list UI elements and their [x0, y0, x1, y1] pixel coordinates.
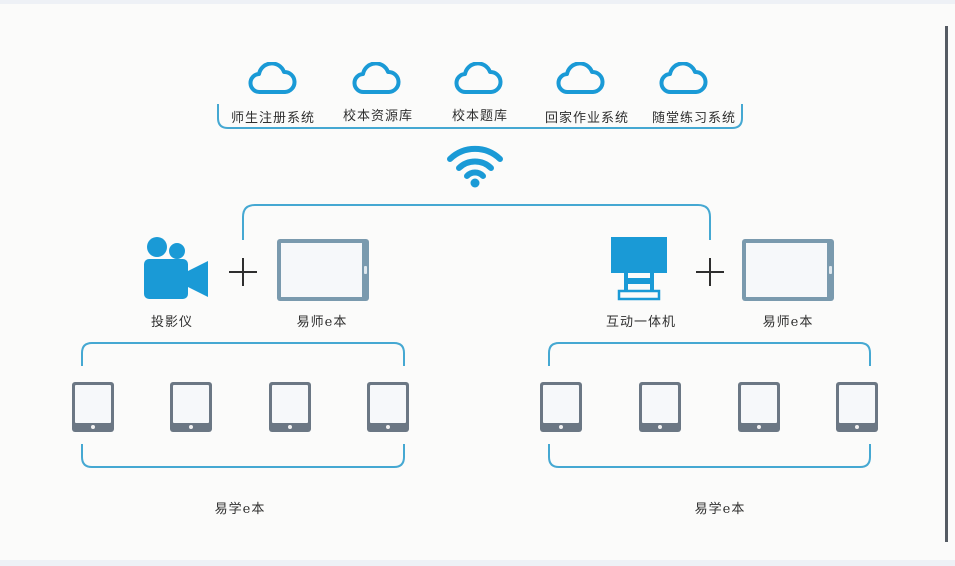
student-tablet-icon [836, 382, 878, 432]
hub-connector [242, 204, 711, 240]
service-label: 回家作业系统 [544, 111, 630, 126]
service-label: 校本题库 [451, 109, 509, 124]
service-label: 随堂练习系统 [651, 111, 737, 126]
interactive-display-icon [611, 237, 667, 301]
left-students-top-bracket [81, 342, 405, 366]
student-tablet-icon [540, 382, 582, 432]
cloud-icon [352, 62, 401, 94]
wifi-icon [447, 145, 503, 188]
projector-label: 投影仪 [150, 315, 194, 330]
teacher-ebook-label: 易师e本 [296, 315, 348, 330]
video-camera-icon [144, 237, 208, 299]
cloud-icon [248, 62, 297, 94]
diagram-canvas: 师生注册系统 校本资源库 校本题库 回家作业系统 随堂练习系统 投影仪 易师e本… [0, 4, 955, 560]
service-label: 师生注册系统 [230, 111, 316, 126]
cloud-icon [556, 62, 605, 94]
student-tablet-icon [639, 382, 681, 432]
right-students-bottom-bracket [548, 444, 871, 468]
connector-lines [81, 104, 871, 468]
right-students-top-bracket [548, 342, 871, 366]
teacher-ebook-icon [277, 239, 369, 301]
student-ebook-label: 易学e本 [694, 502, 746, 517]
teacher-ebook-icon [742, 239, 834, 301]
cloud-icon [659, 62, 708, 94]
teacher-ebook-label: 易师e本 [762, 315, 814, 330]
student-tablet-icon [269, 382, 311, 432]
right-divider [945, 26, 948, 542]
plus-icon [696, 258, 724, 286]
student-tablet-icon [367, 382, 409, 432]
cloud-icon [454, 62, 503, 94]
left-students-bottom-bracket [81, 444, 405, 468]
student-ebook-label: 易学e本 [214, 502, 266, 517]
plus-icon [229, 258, 257, 286]
interactive-display-label: 互动一体机 [605, 315, 677, 330]
student-tablet-icon [738, 382, 780, 432]
student-tablet-icon [72, 382, 114, 432]
student-tablet-icon [170, 382, 212, 432]
services-bracket [217, 104, 743, 129]
service-label: 校本资源库 [342, 109, 414, 124]
